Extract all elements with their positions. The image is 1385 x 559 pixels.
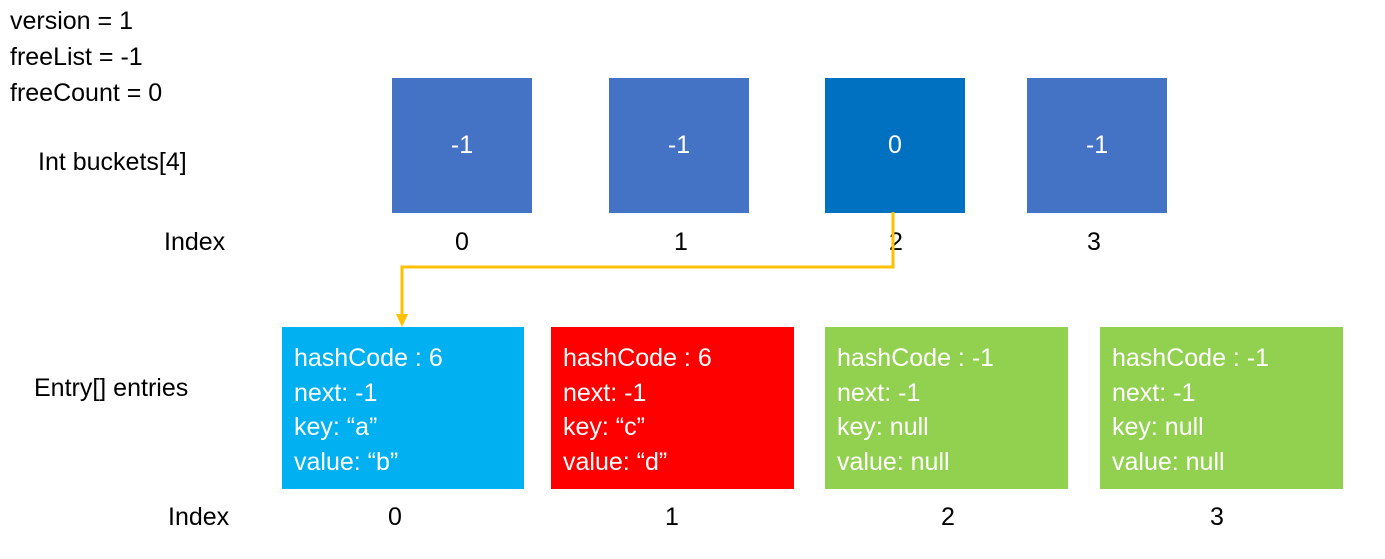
buckets-label: Int buckets[4] [38, 148, 187, 176]
freelist-text: freeList = -1 [10, 43, 143, 71]
entry-index-3: 3 [1210, 503, 1224, 531]
entry-value: value: “d” [563, 447, 668, 476]
bucket-cell-3: -1 [1027, 78, 1167, 213]
buckets-index-label: Index [164, 228, 226, 256]
version-text: version = 1 [10, 7, 133, 35]
bucket-cell-1: -1 [609, 78, 749, 213]
entry-cell-3: hashCode : -1 next: -1 key: null value: … [1100, 327, 1343, 489]
bucket-index-0: 0 [455, 228, 469, 256]
entries-index-label: Index [168, 503, 230, 531]
entry-value: value: null [1112, 447, 1225, 476]
entry-index-0: 0 [388, 503, 402, 531]
entry-index-2: 2 [941, 503, 955, 531]
bucket-index-2: 2 [889, 228, 903, 256]
bucket-value: 0 [888, 131, 902, 159]
arrow-head [396, 314, 408, 327]
freecount-text: freeCount = 0 [10, 79, 163, 107]
entry-hashcode: hashCode : -1 [837, 344, 995, 372]
bucket-index-1: 1 [674, 228, 688, 256]
entry-value: value: “b” [294, 447, 399, 476]
entry-next: next: -1 [1112, 378, 1196, 407]
bucket-value: -1 [667, 131, 691, 159]
entry-next: next: -1 [294, 378, 378, 407]
entry-cell-0: hashCode : 6 next: -1 key: “a” value: “b… [282, 327, 524, 489]
entry-key: key: “a” [294, 413, 378, 441]
entry-next: next: -1 [837, 378, 921, 407]
entry-cell-1: hashCode : 6 next: -1 key: “c” value: “d… [551, 327, 794, 489]
entry-hashcode: hashCode : -1 [1112, 344, 1270, 372]
entry-key: key: null [837, 413, 929, 441]
bucket-index-3: 3 [1087, 228, 1101, 256]
bucket-value: -1 [1085, 131, 1109, 159]
entry-hashcode: hashCode : 6 [563, 344, 712, 372]
entry-index-1: 1 [665, 503, 679, 531]
entry-value: value: null [837, 447, 950, 476]
bucket-cell-2: 0 [825, 78, 965, 213]
entry-next: next: -1 [563, 378, 647, 407]
entries-label: Entry[] entries [34, 374, 189, 402]
entry-key: key: null [1112, 413, 1204, 441]
entry-hashcode: hashCode : 6 [294, 344, 443, 372]
entry-key: key: “c” [563, 413, 645, 441]
bucket-cell-0: -1 [392, 78, 532, 213]
entry-cell-2: hashCode : -1 next: -1 key: null value: … [825, 327, 1068, 489]
bucket-value: -1 [450, 131, 474, 159]
